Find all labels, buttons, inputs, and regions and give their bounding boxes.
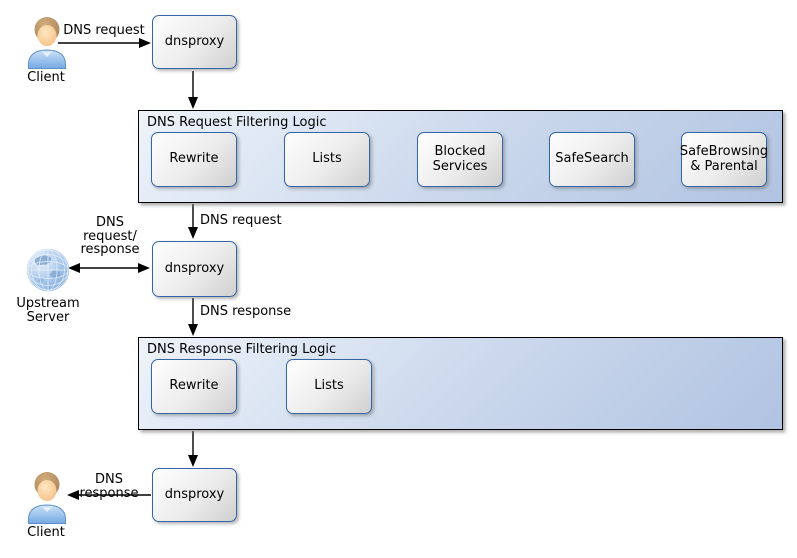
edge-label-dns-request-mid: DNS request xyxy=(200,213,282,228)
node-dnsproxy-top: dnsproxy xyxy=(152,15,237,69)
node-dnsproxy-bottom: dnsproxy xyxy=(152,468,237,522)
container-request-filtering: DNS Request Filtering Logic Rewrite List… xyxy=(138,110,783,203)
step-label: Lists xyxy=(314,378,344,394)
step-safesearch: SafeSearch xyxy=(549,132,635,187)
step-lists: Lists xyxy=(284,132,370,187)
node-dnsproxy-mid: dnsproxy xyxy=(152,241,237,297)
step-rewrite: Rewrite xyxy=(151,132,237,187)
step-label: SafeSearch xyxy=(555,151,629,167)
globe-icon xyxy=(26,248,70,292)
node-label: dnsproxy xyxy=(164,486,225,502)
edge-label-upstream-exchange: DNS request/ response xyxy=(80,215,140,258)
person-icon xyxy=(26,16,68,69)
step-label: Lists xyxy=(312,151,342,167)
container-title: DNS Request Filtering Logic xyxy=(147,115,327,130)
step-rewrite: Rewrite xyxy=(151,359,237,414)
container-title: DNS Response Filtering Logic xyxy=(147,342,337,357)
node-label: dnsproxy xyxy=(164,260,225,276)
client-top-label: Client xyxy=(27,70,65,85)
node-label: dnsproxy xyxy=(164,33,225,49)
step-label: Rewrite xyxy=(169,151,219,167)
step-label: SafeBrowsing & Parental xyxy=(679,143,769,174)
step-label: Blocked Services xyxy=(432,143,488,174)
edge-label-dns-response-mid: DNS response xyxy=(200,304,292,319)
client-bottom-label: Client xyxy=(27,525,65,540)
step-lists: Lists xyxy=(286,359,372,414)
container-response-filtering: DNS Response Filtering Logic Rewrite Lis… xyxy=(138,337,783,430)
step-blocked-services: Blocked Services xyxy=(417,132,503,187)
upstream-server-label: Upstream Server xyxy=(16,296,80,325)
edge-label-dns-request-top: DNS request xyxy=(63,23,145,38)
person-icon xyxy=(26,471,68,524)
step-safebrowsing-parental: SafeBrowsing & Parental xyxy=(679,132,769,187)
step-label: Rewrite xyxy=(169,378,219,394)
edge-label-dns-response-bottom: DNS response xyxy=(79,472,139,501)
